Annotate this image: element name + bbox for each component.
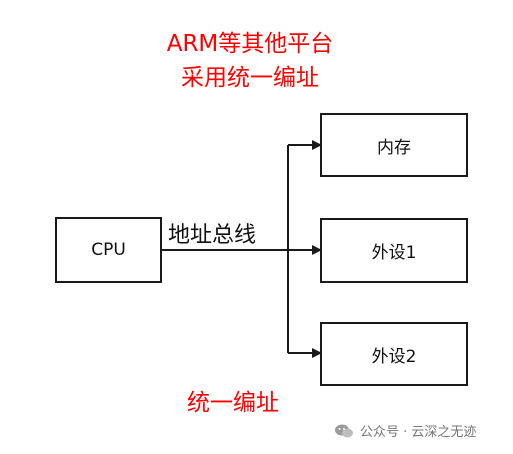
peripheral2-box: 外设2 — [320, 322, 468, 386]
title-line-1: ARM等其他平台 — [166, 31, 334, 57]
title-line-2: 采用统一编址 — [181, 65, 319, 91]
unified-addressing-note: 统一编址 — [187, 390, 279, 416]
watermark: 公众号 · 云深之无迹 — [334, 421, 476, 440]
peripheral1-box: 外设1 — [320, 218, 468, 283]
cpu-box: CPU — [55, 217, 162, 283]
memory-box: 内存 — [320, 113, 468, 177]
wechat-icon — [334, 423, 354, 439]
watermark-text: 公众号 · 云深之无迹 — [360, 425, 477, 440]
address-bus-label: 地址总线 — [168, 223, 257, 248]
